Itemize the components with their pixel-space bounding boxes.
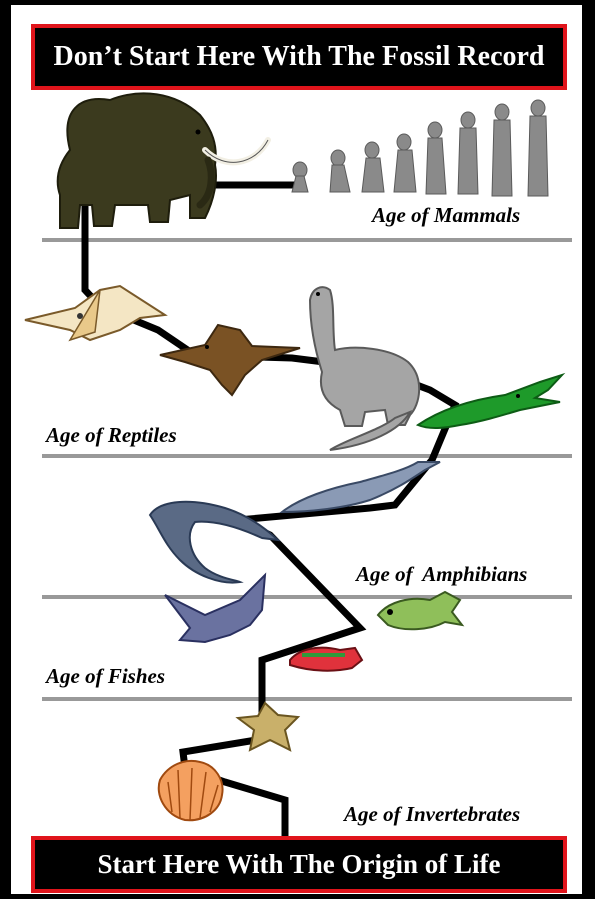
- title-bottom: Start Here With The Origin of Life: [98, 849, 501, 879]
- era-label-reptiles: Age of Reptiles: [46, 423, 177, 448]
- era-label-fishes: Age of Fishes: [46, 664, 165, 689]
- title-banner-bottom: Start Here With The Origin of Life: [31, 836, 567, 893]
- era-label-invertebrates: Age of Invertebrates: [344, 802, 520, 827]
- loach-fish-icon: [290, 648, 362, 671]
- era-label-mammals: Age of Mammals: [372, 203, 520, 228]
- ichthyosaur-icon: [282, 462, 440, 512]
- pterosaur-icon: [25, 286, 165, 340]
- eel-fish-icon: [150, 502, 278, 583]
- title-banner-top: Don’t Start Here With The Fossil Record: [31, 24, 567, 90]
- scallop-shell-icon: [159, 761, 223, 820]
- crocodile-icon: [418, 375, 562, 428]
- sauropod-icon: [310, 287, 419, 450]
- manta-ray-icon: [165, 575, 265, 642]
- mammoth-icon: [58, 93, 268, 228]
- title-top: Don’t Start Here With The Fossil Record: [53, 41, 544, 72]
- human-evolution-icon: [292, 100, 548, 196]
- era-label-amphibians: Age of Amphibians: [356, 562, 527, 587]
